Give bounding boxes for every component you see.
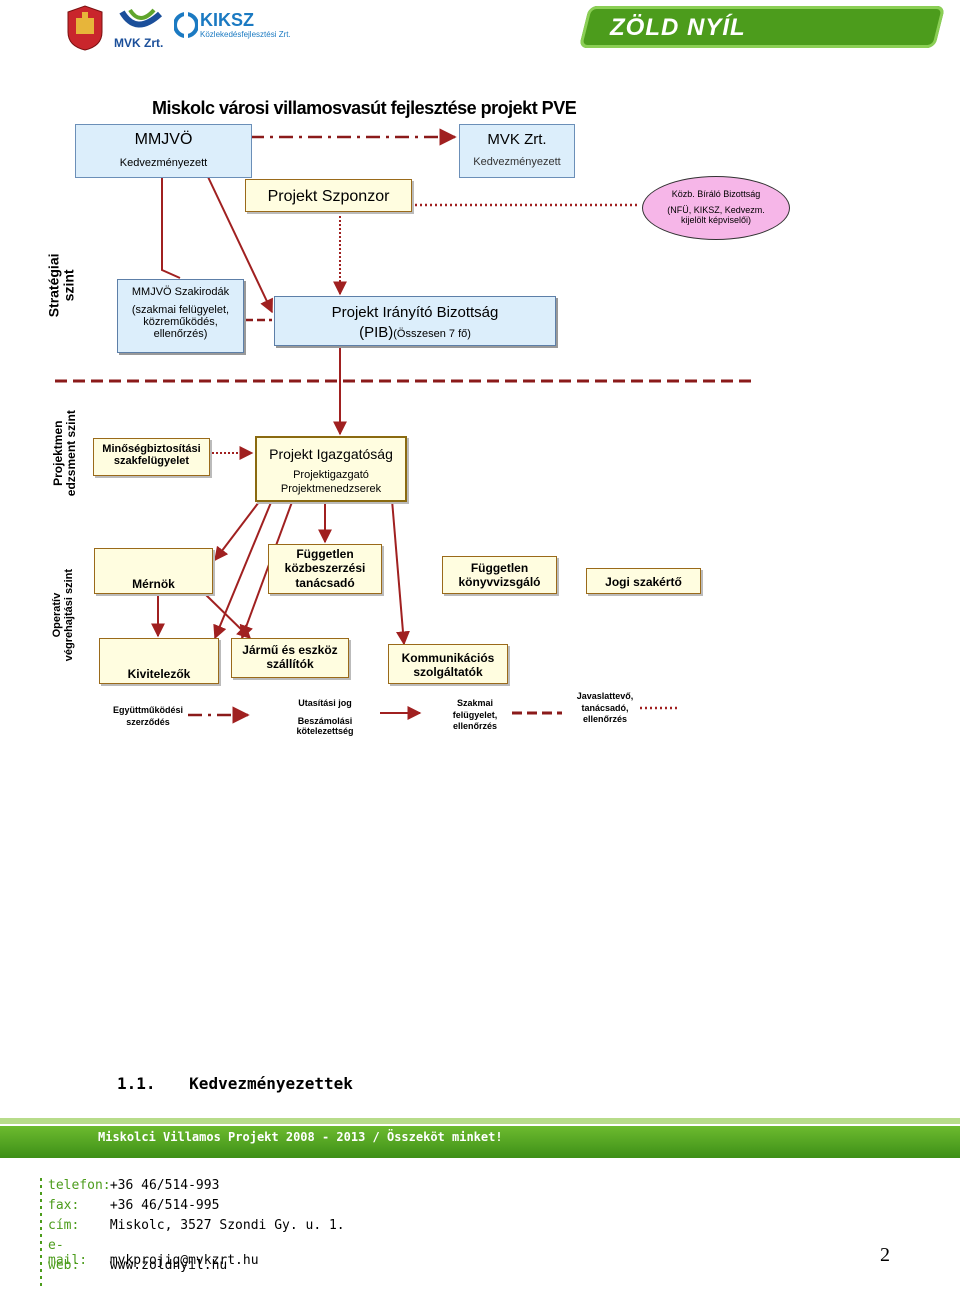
igazgatosag-line2: Projektmenedzserek bbox=[280, 483, 382, 495]
mvk-box[interactable]: MVK Zrt. Kedvezményezett bbox=[459, 124, 575, 178]
legend-utasitasi: Utasítási jog bbox=[298, 698, 352, 708]
section-heading: 1.1. Kedvezményezettek bbox=[117, 1074, 353, 1093]
web-link[interactable]: www.zoldnyil.hu bbox=[109, 1258, 228, 1273]
footer-dotted-rule bbox=[40, 1178, 42, 1288]
zold-nyil-logo-text: ZÖLD NYÍL bbox=[610, 14, 746, 41]
legend-javaslattevo: Javaslattevő, tanácsadó, ellenőrzés bbox=[576, 691, 634, 725]
mernok-box[interactable]: Mérnök bbox=[94, 548, 213, 594]
ig-mernok-arrow bbox=[214, 497, 263, 562]
pib-box[interactable]: Projekt Irányító Bizottság (PIB)(Összese… bbox=[274, 296, 556, 346]
kbb-sub: (NFÜ, KIKSZ, Kedvezm. kijelölt képviselő… bbox=[667, 205, 765, 225]
kbb-ellipse[interactable]: Közb. Bíráló Bizottság (NFÜ, KIKSZ, Kedv… bbox=[642, 176, 790, 240]
konyvvizsgalo-box[interactable]: Független könyvvizsgáló bbox=[442, 556, 557, 594]
jarmu-box[interactable]: Jármű és eszköz szállítók bbox=[231, 638, 349, 678]
kozbeszerzes-box[interactable]: Független közbeszerzési tanácsadó bbox=[268, 544, 382, 594]
mmjvo-szakiroda-line bbox=[161, 158, 181, 279]
coat-of-arms-icon bbox=[67, 5, 103, 51]
address-value: Miskolc, 3527 Szondi Gy. u. 1. bbox=[109, 1218, 345, 1233]
footer-email-row: e-mail: mvkprojig@mvkzrt.hu bbox=[48, 1238, 259, 1268]
footer-slogan: Miskolci Villamos Projekt 2008 - 2013 / … bbox=[98, 1130, 503, 1144]
section-title: Kedvezményezettek bbox=[189, 1074, 353, 1093]
igazgatosag-title: Projekt Igazgatóság bbox=[269, 446, 393, 462]
ig-kivitelezok-arrow bbox=[213, 499, 273, 640]
mmjvo-pib-arrow bbox=[199, 159, 273, 314]
fax-label: fax: bbox=[48, 1198, 80, 1213]
footer-topline bbox=[0, 1118, 960, 1124]
chart-title: Miskolc városi villamosvasút fejlesztése… bbox=[152, 98, 577, 118]
email-link[interactable]: mvkprojig@mvkzrt.hu bbox=[109, 1253, 259, 1268]
level-strategic: Stratégiai szint bbox=[45, 253, 77, 318]
ig-jarmu-arrow bbox=[239, 501, 293, 640]
kommunikacios-box[interactable]: Kommunikációs szolgáltatók bbox=[388, 644, 508, 684]
phone-label: telefon: bbox=[48, 1178, 111, 1193]
footer-address-row: cím: Miskolc, 3527 Szondi Gy. u. 1. bbox=[48, 1218, 345, 1233]
level-pm: Projektmen edzsment szint bbox=[50, 410, 78, 497]
kiksz-logo-sub: Közlekedésfejlesztési Zrt. bbox=[200, 30, 291, 39]
kbb-title: Közb. Bíráló Bizottság bbox=[671, 189, 761, 199]
address-label: cím: bbox=[48, 1218, 80, 1233]
mvk-logo-text: MVK Zrt. bbox=[114, 36, 164, 50]
fax-value: +36 46/514-995 bbox=[109, 1198, 220, 1213]
kiksz-logo-title: KIKSZ bbox=[200, 10, 254, 30]
legend-beszamolasi: Beszámolási kötelezettség bbox=[296, 716, 354, 736]
mmjvo-name: MMJVÖ bbox=[134, 131, 193, 148]
web-label: web: bbox=[48, 1258, 80, 1273]
igazgatosag-line1: Projektigazgató bbox=[293, 469, 369, 481]
pib-note: (Összesen 7 fő) bbox=[393, 328, 471, 340]
mmjvo-box[interactable]: MMJVÖ Kedvezményezett bbox=[75, 124, 252, 178]
level-operative: Operatív végrehajtási szint bbox=[50, 568, 75, 662]
mvk-name: MVK Zrt. bbox=[487, 131, 547, 148]
legend-szakmai: Szakmai felügyelet, ellenőrzés bbox=[452, 698, 498, 732]
footer-phone-row: telefon: +36 46/514-993 bbox=[48, 1178, 219, 1193]
mvk-logo-icon bbox=[119, 8, 163, 28]
footer: Miskolci Villamos Projekt 2008 - 2013 / … bbox=[0, 1118, 960, 1297]
jogi-box[interactable]: Jogi szakértő bbox=[586, 568, 701, 594]
page-number: 2 bbox=[880, 1244, 890, 1266]
ig-kommunikacios-arrow bbox=[391, 499, 410, 646]
szakirodak-title: MMJVÖ Szakirodák bbox=[131, 286, 230, 298]
kiksz-logo-icon bbox=[174, 12, 198, 38]
footer-web-row: web: www.zoldnyil.hu bbox=[48, 1258, 227, 1273]
email-label: e-mail: bbox=[48, 1238, 88, 1268]
igazgatosag-box[interactable]: Projekt Igazgatóság Projektigazgató Proj… bbox=[255, 436, 407, 502]
pib-abbr: (PIB) bbox=[359, 324, 394, 341]
phone-value[interactable]: +36 46/514-993 bbox=[109, 1178, 220, 1193]
footer-fax-row: fax: +36 46/514-995 bbox=[48, 1198, 219, 1213]
kivitelezok-box[interactable]: Kivitelezők bbox=[99, 638, 219, 684]
minoseg-box[interactable]: Minőségbiztosítási szakfelügyelet bbox=[93, 438, 210, 476]
section-number: 1.1. bbox=[117, 1074, 156, 1093]
sponsor-box[interactable]: Projekt Szponzor bbox=[245, 179, 412, 212]
mernok-jarmu-arrow bbox=[204, 593, 252, 639]
mvk-role: Kedvezményezett bbox=[473, 156, 561, 168]
legend-egyuttmukodes: Együttműködési szerződés bbox=[112, 705, 183, 727]
mmjvo-role: Kedvezményezett bbox=[119, 157, 208, 169]
footer-bar bbox=[0, 1126, 960, 1158]
szakirodak-box[interactable]: MMJVÖ Szakirodák (szakmai felügyelet, kö… bbox=[117, 279, 244, 353]
szakirodak-sub: (szakmai felügyelet, közreműködés, ellen… bbox=[131, 304, 230, 340]
pib-title: Projekt Irányító Bizottság bbox=[331, 304, 499, 321]
